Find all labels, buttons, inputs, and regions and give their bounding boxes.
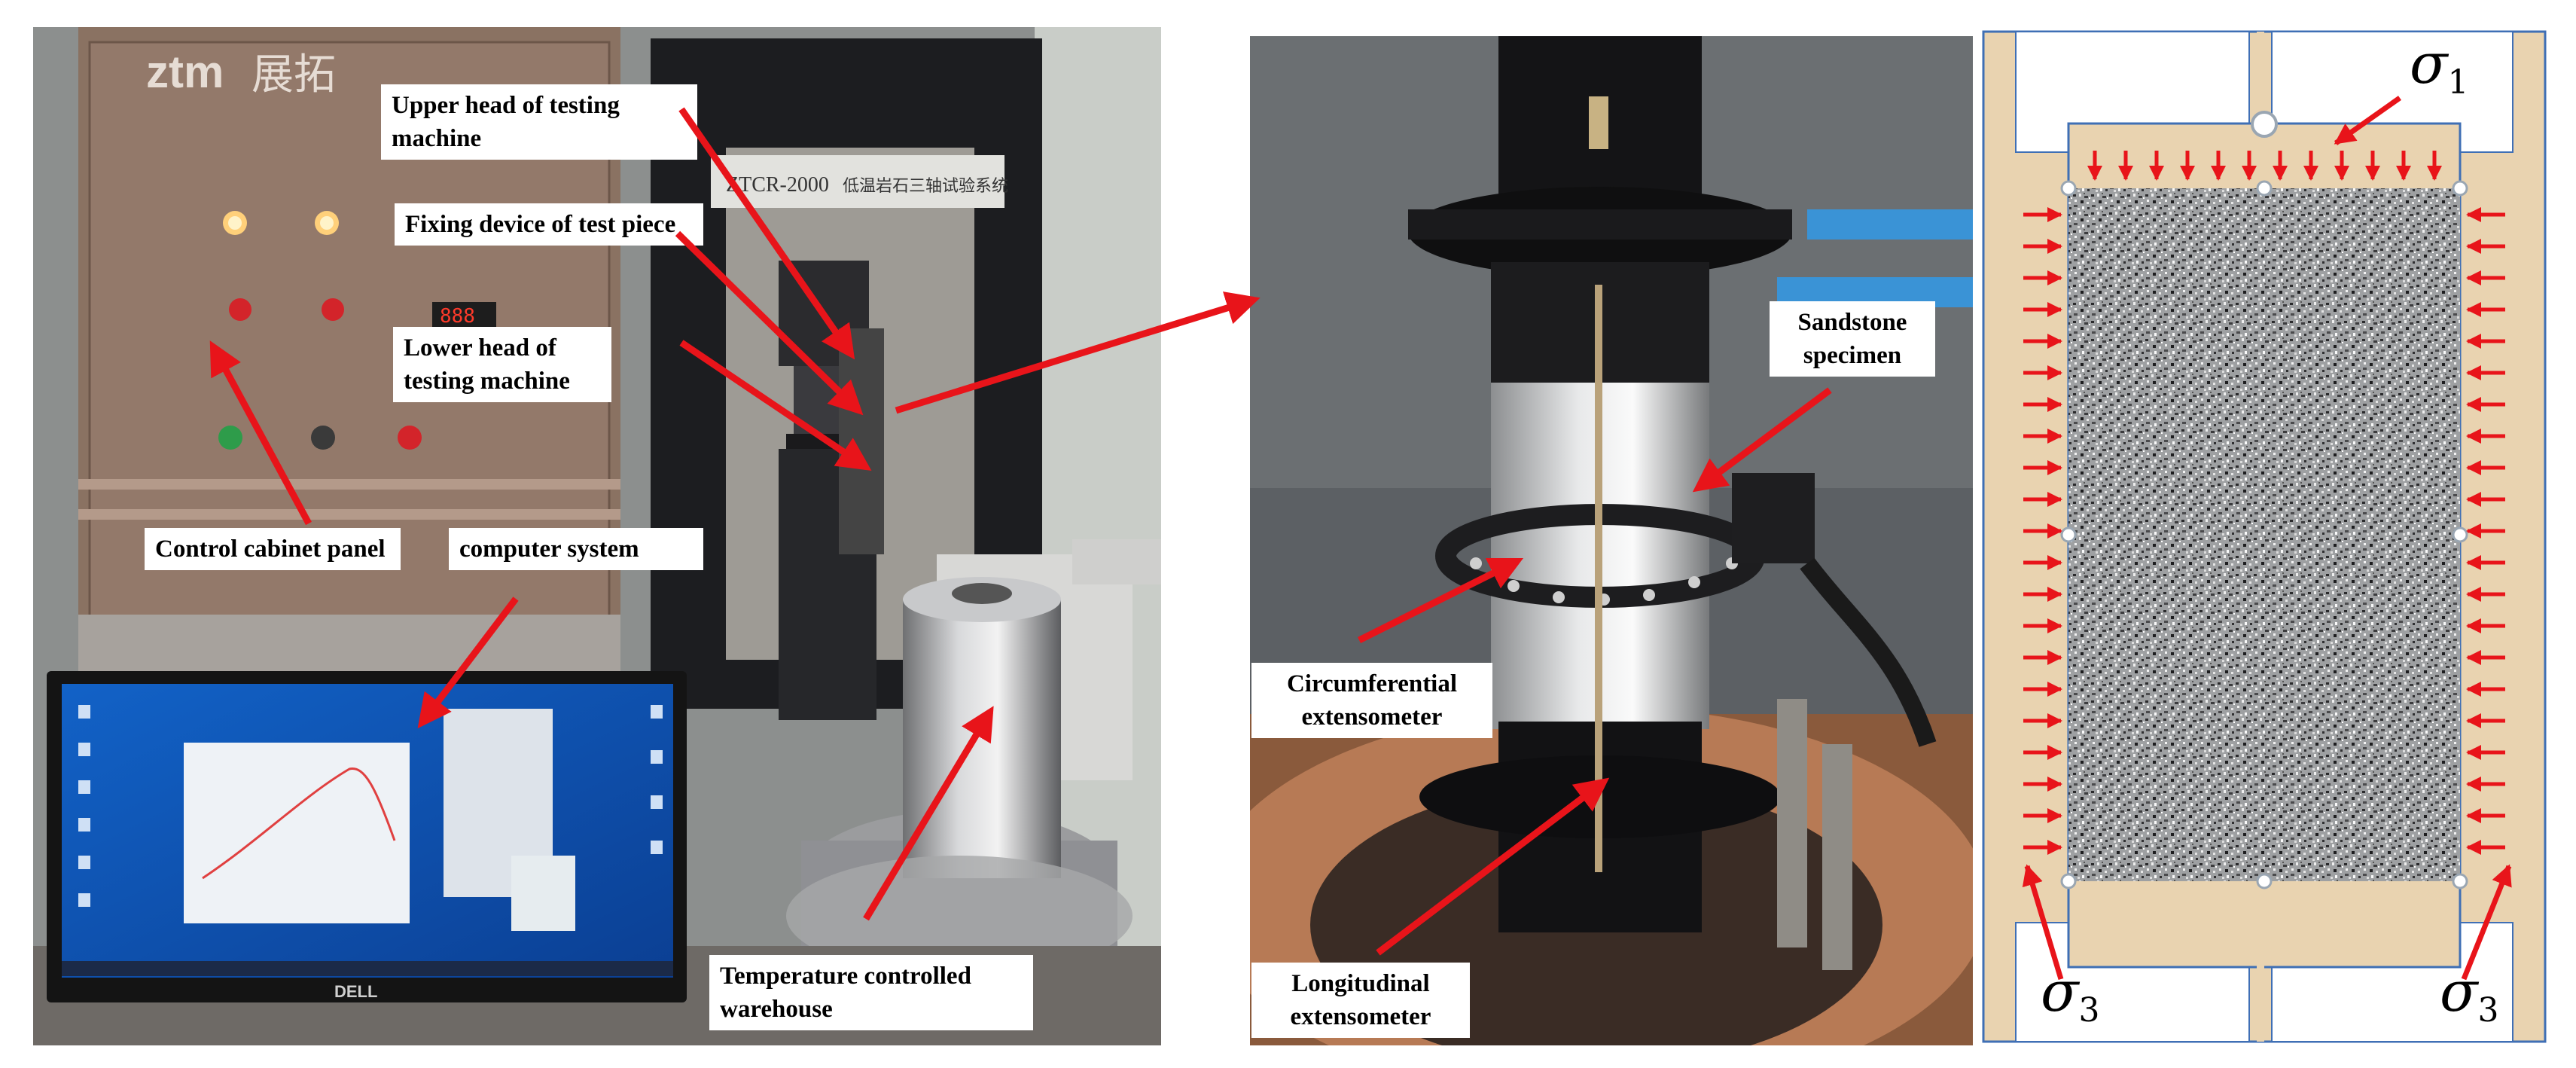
longitudinal-extensometer-rod — [1595, 285, 1602, 872]
cabinet-brand-logo: ztm — [146, 47, 224, 97]
label-control-panel: Control cabinet panel — [145, 528, 401, 570]
temperature-warehouse-cylinder — [903, 600, 1061, 878]
label-lower-head: Lower head of testing machine — [393, 327, 611, 402]
label-computer-system: computer system — [449, 528, 703, 570]
machine-model-text: ZTCR-2000 — [726, 173, 829, 197]
sigma-3-left-label: σ3 — [2041, 960, 2100, 1030]
label-temperature-warehouse: Temperature controlled warehouse — [709, 955, 1033, 1030]
loading-schematic — [1982, 30, 2547, 1043]
sigma-3-right-label: σ3 — [2440, 960, 2499, 1030]
monitor-brand-text: DELL — [334, 982, 377, 1001]
specimen-closeup-photo: Sandstone specimen Circumferential exten… — [1250, 36, 1973, 1045]
sigma-1-label: σ1 — [2410, 32, 2469, 102]
cabinet-brand-cn: 展拓 — [252, 50, 336, 99]
specimen-closeup-illustration — [1250, 36, 1973, 1045]
svg-text:888: 888 — [440, 305, 475, 328]
lab-photo-testing-system: ztm 展拓 888 ZTCR-2000 低温岩石三轴试验系统 — [33, 27, 1161, 1045]
label-sandstone-specimen: Sandstone specimen — [1770, 301, 1935, 377]
label-upper-head: Upper head of testing machine — [381, 84, 697, 160]
label-fixing-device: Fixing device of test piece — [395, 203, 703, 246]
triaxial-loading-diagram: σ1 σ3 σ3 — [1982, 30, 2547, 1043]
label-circumferential-extensometer: Circumferential extensometer — [1251, 663, 1492, 738]
label-longitudinal-extensometer: Longitudinal extensometer — [1251, 963, 1470, 1038]
machine-cn-title: 低温岩石三轴试验系统 — [843, 177, 1008, 196]
rock-specimen — [2068, 188, 2460, 881]
